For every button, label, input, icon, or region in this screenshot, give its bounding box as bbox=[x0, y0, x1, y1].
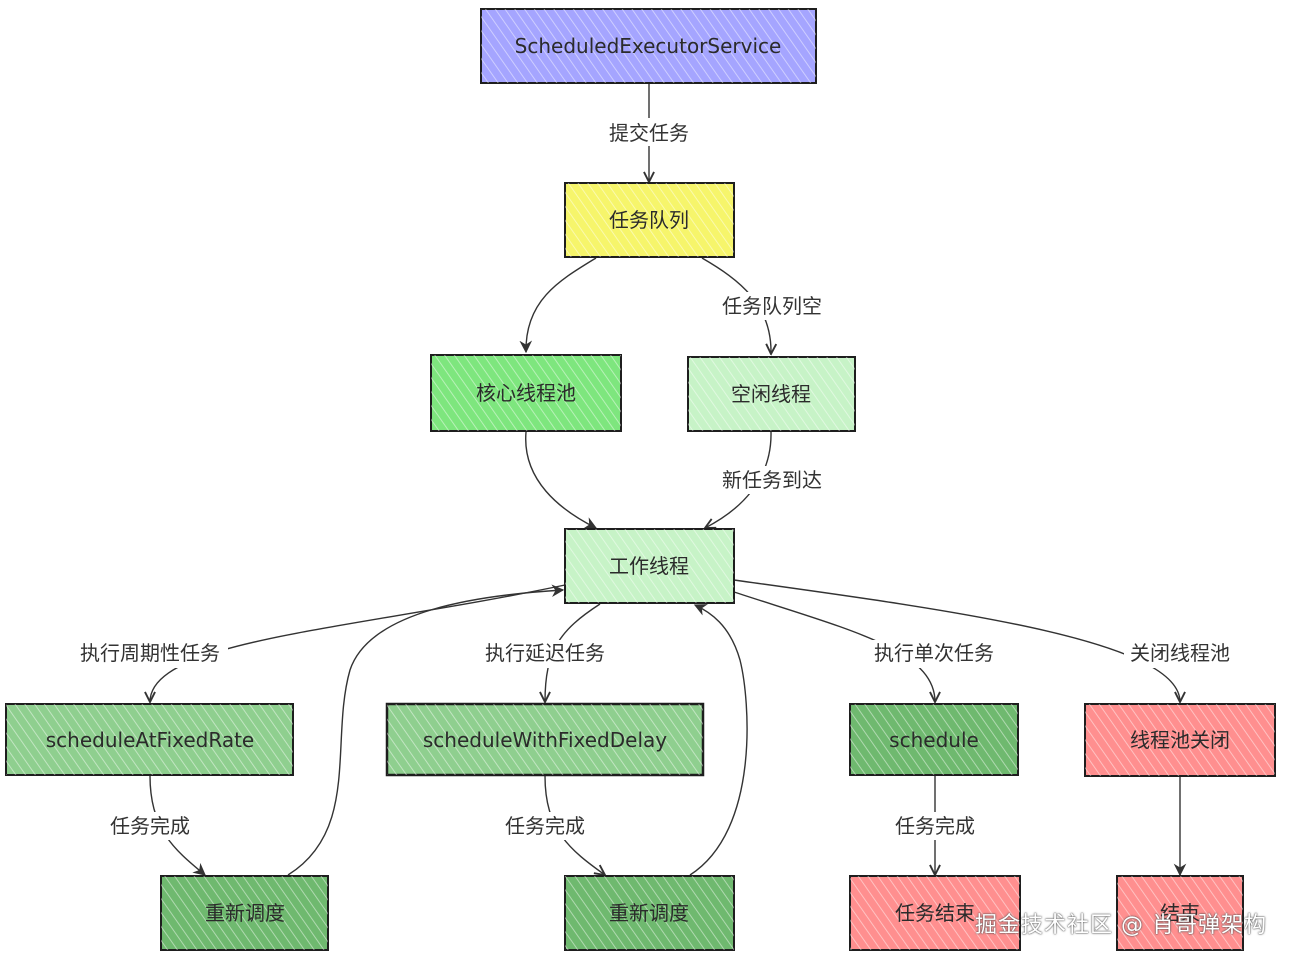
node-queue: 任务队列 bbox=[564, 182, 735, 258]
edge-core-worker bbox=[525, 431, 598, 529]
node-reschedule-2-label: 重新调度 bbox=[609, 901, 689, 925]
node-fixed-delay-label: scheduleWithFixedDelay bbox=[423, 728, 667, 752]
node-worker: 工作线程 bbox=[564, 528, 735, 604]
edge-label-single: 执行单次任务 bbox=[874, 641, 994, 665]
node-reschedule-1-label: 重新调度 bbox=[205, 901, 285, 925]
node-fixed-rate: scheduleAtFixedRate bbox=[5, 703, 294, 776]
node-executor-label: ScheduledExecutorService bbox=[515, 34, 782, 58]
watermark: 掘金技术社区 @ 肖哥弹架构 bbox=[975, 913, 1267, 938]
node-task-end: 任务结束 bbox=[849, 875, 1021, 951]
node-reschedule-2: 重新调度 bbox=[564, 875, 735, 951]
node-core-pool-label: 核心线程池 bbox=[476, 381, 576, 405]
node-core-pool: 核心线程池 bbox=[430, 354, 622, 432]
edge-label-close-pool: 关闭线程池 bbox=[1130, 641, 1230, 665]
edge-label-new-task: 新任务到达 bbox=[722, 468, 822, 492]
node-executor: ScheduledExecutorService bbox=[480, 8, 817, 84]
edge-worker-shutdown bbox=[733, 579, 1180, 702]
edge-label-submit: 提交任务 bbox=[609, 121, 689, 145]
node-schedule: schedule bbox=[849, 703, 1019, 776]
node-shutdown-label: 线程池关闭 bbox=[1130, 728, 1230, 752]
node-fixed-rate-label: scheduleAtFixedRate bbox=[46, 728, 255, 752]
edge-label-periodic: 执行周期性任务 bbox=[80, 641, 220, 665]
edge-label-delayed: 执行延迟任务 bbox=[485, 641, 605, 665]
edge-label-done-2: 任务完成 bbox=[505, 814, 585, 838]
edge-queue-core bbox=[519, 257, 597, 354]
node-idle-thread: 空闲线程 bbox=[687, 356, 856, 432]
node-end: 结束 bbox=[1116, 875, 1244, 951]
node-end-label: 结束 bbox=[1160, 901, 1200, 925]
edge-worker-fixedrate bbox=[150, 584, 566, 702]
edge-label-queue-empty: 任务队列空 bbox=[722, 294, 822, 318]
edge-label-done-3: 任务完成 bbox=[895, 814, 975, 838]
node-idle-thread-label: 空闲线程 bbox=[731, 382, 811, 406]
node-fixed-delay: scheduleWithFixedDelay bbox=[385, 702, 705, 777]
edge-reschedule1-worker bbox=[287, 584, 565, 876]
node-schedule-label: schedule bbox=[889, 728, 979, 752]
node-reschedule-1: 重新调度 bbox=[160, 875, 329, 951]
node-shutdown: 线程池关闭 bbox=[1084, 703, 1276, 777]
edge-label-done-1: 任务完成 bbox=[110, 814, 190, 838]
edge-reschedule2-worker bbox=[689, 604, 748, 876]
node-queue-label: 任务队列 bbox=[609, 208, 689, 232]
node-task-end-label: 任务结束 bbox=[895, 901, 975, 925]
node-worker-label: 工作线程 bbox=[609, 554, 689, 578]
